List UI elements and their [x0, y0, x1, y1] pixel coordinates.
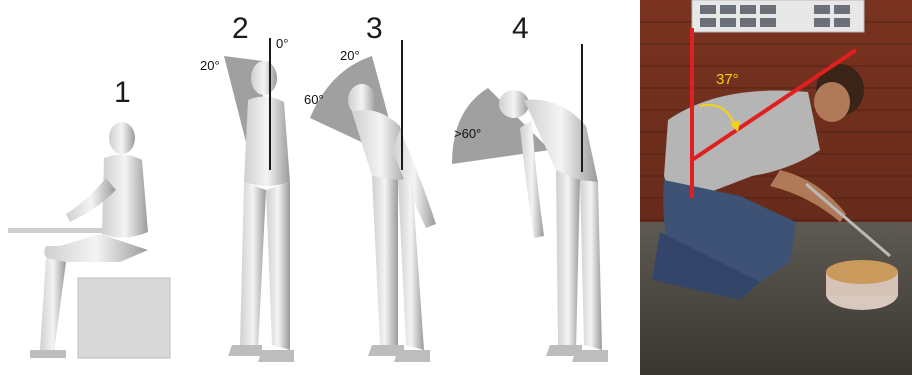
p4-angle-60: >60°: [454, 126, 481, 141]
posture-label-4: 4: [512, 12, 529, 45]
p3-angle-20: 20°: [340, 48, 360, 63]
p3-angle-60: 60°: [304, 92, 324, 107]
posture-label-2: 2: [232, 12, 249, 45]
standing-figure-2: [224, 38, 294, 362]
p2-angle-20: 20°: [200, 58, 220, 73]
worker-photo: 37°: [640, 0, 912, 375]
bending-figure-3: [310, 40, 436, 362]
seated-figure-1: [8, 122, 170, 358]
bending-figure-4: [452, 44, 608, 362]
posture-illustration: 1 2 20° 0° 3 20° 60°: [8, 12, 608, 362]
photo-angle-label: 37°: [716, 71, 739, 88]
posture-label-1: 1: [114, 76, 131, 109]
posture-label-3: 3: [366, 12, 383, 45]
p2-angle-0: 0°: [276, 36, 288, 51]
